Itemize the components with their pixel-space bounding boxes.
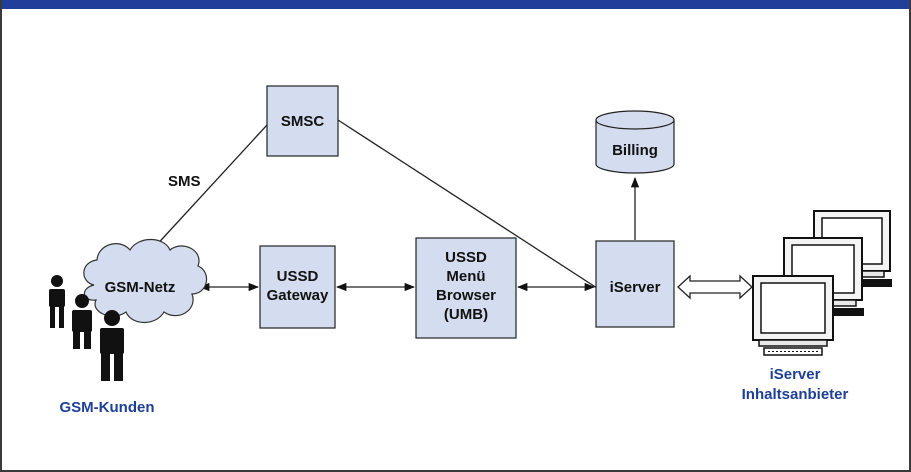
person-1: [49, 275, 65, 328]
node-billing-label: Billing: [612, 142, 658, 159]
node-umb-line4: (UMB): [444, 306, 488, 323]
caption-provider-line2: Inhaltsanbieter: [742, 386, 849, 403]
node-umb: USSD Menü Browser (UMB): [415, 237, 517, 339]
caption-provider-line1: iServer: [770, 366, 821, 383]
header-bar: [2, 0, 909, 9]
edge-gsm-smsc: [151, 124, 268, 251]
node-gsm-netz: GSM-Netz: [83, 238, 208, 324]
person-3: [100, 310, 124, 381]
database-cylinder-icon: [595, 120, 675, 174]
edge-iserver-providers-arrow: [677, 274, 753, 300]
person-2: [72, 294, 92, 349]
node-ussd-gateway-line1: USSD: [277, 268, 319, 285]
edge-label-sms: SMS: [168, 173, 201, 190]
person-icon: [49, 275, 124, 381]
edge-smsc-iserver: [337, 119, 598, 289]
node-iserver: iServer: [595, 240, 675, 328]
node-umb-line2: Menü: [446, 268, 485, 285]
node-umb-line3: Browser: [436, 287, 496, 304]
node-smsc: SMSC: [266, 85, 339, 157]
connections: [151, 119, 640, 292]
terminal-front: [752, 275, 834, 356]
node-smsc-label: SMSC: [281, 113, 325, 130]
caption-gsm-kunden: GSM-Kunden: [60, 399, 155, 416]
node-iserver-label: iServer: [610, 279, 661, 296]
node-umb-line1: USSD: [445, 249, 487, 266]
node-ussd-gateway: USSD Gateway: [259, 245, 336, 329]
node-billing: Billing: [595, 110, 675, 174]
computer-terminal-icon: [752, 210, 892, 356]
cloud-icon: [83, 238, 208, 324]
node-gsm-netz-label: GSM-Netz: [105, 279, 176, 296]
node-ussd-gateway-line2: Gateway: [267, 287, 329, 304]
